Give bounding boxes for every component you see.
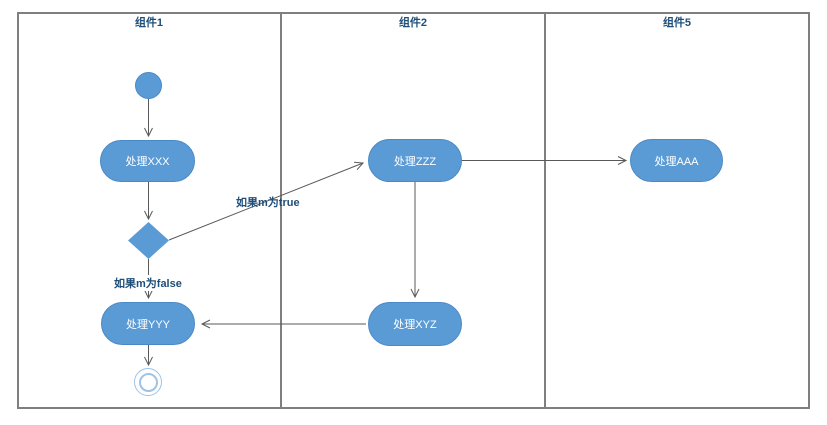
final-node[interactable] [134, 368, 162, 396]
activity-node-yyy[interactable]: 处理YYY [101, 302, 195, 345]
activity-label: 处理ZZZ [393, 155, 437, 168]
lane-divider-2 [544, 12, 546, 409]
activity-node-aaa[interactable]: 处理AAA [630, 139, 723, 182]
lane-title-component1: 组件1 [134, 17, 164, 29]
activity-label: 处理XXX [125, 156, 170, 168]
swimlane-frame [17, 12, 810, 409]
activity-label: 处理YYY [125, 318, 170, 331]
activity-node-zzz[interactable]: 处理ZZZ [368, 139, 462, 182]
lane-title-component2: 组件2 [398, 17, 428, 29]
activity-label: 处理AAA [654, 155, 699, 168]
guard-label-false: 如果m为false [113, 275, 183, 291]
guard-label-true: 如果m为true [236, 197, 300, 209]
activity-node-xyz[interactable]: 处理XYZ [368, 302, 462, 346]
activity-label: 处理XYZ [393, 319, 437, 331]
final-node-inner-ring [138, 372, 158, 392]
lane-title-component5: 组件5 [662, 17, 692, 29]
initial-node[interactable] [135, 72, 162, 99]
activity-node-xxx[interactable]: 处理XXX [100, 140, 195, 182]
edge-decision-to-zzz-true [168, 161, 365, 241]
lane-divider-1 [280, 12, 282, 409]
